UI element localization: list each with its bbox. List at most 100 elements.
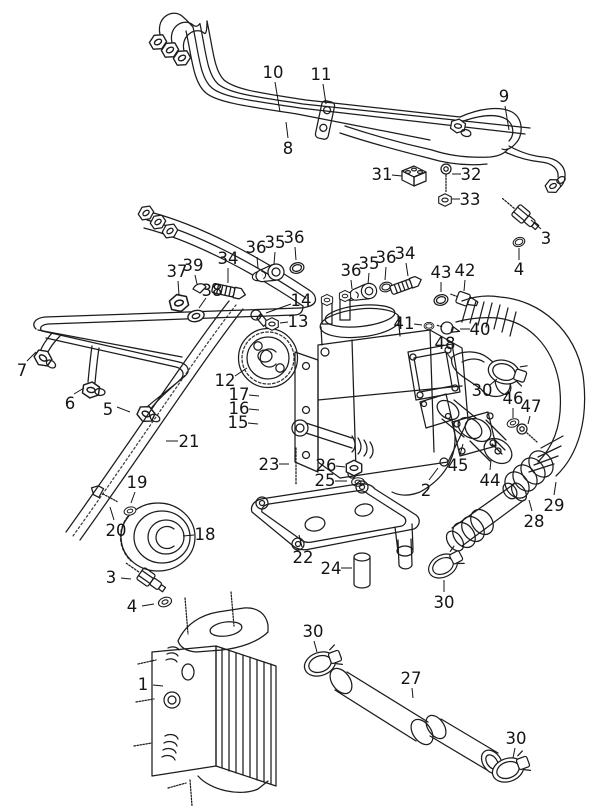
- callout-34[interactable]: 34: [395, 244, 416, 263]
- part-nut-26: [345, 459, 363, 477]
- callout-35[interactable]: 35: [359, 254, 380, 273]
- callout-9[interactable]: 9: [499, 87, 510, 106]
- callout-3[interactable]: 3: [106, 568, 117, 587]
- part-gear-12: [237, 327, 299, 389]
- callout-36[interactable]: 36: [246, 238, 267, 257]
- leader-line-16: [248, 408, 260, 411]
- callout-21[interactable]: 21: [179, 432, 200, 451]
- callout-22[interactable]: 22: [293, 548, 314, 567]
- callout-44[interactable]: 44: [480, 471, 501, 490]
- hardware-row-left: [167, 260, 306, 331]
- callout-16[interactable]: 16: [229, 399, 250, 418]
- callout-33[interactable]: 33: [460, 190, 481, 209]
- leader-line-3: [120, 577, 132, 580]
- callout-42[interactable]: 42: [455, 261, 476, 280]
- part-cover-22: [250, 480, 420, 570]
- callout-35[interactable]: 35: [265, 233, 286, 252]
- leader-line-30: [313, 640, 318, 653]
- callout-8[interactable]: 8: [283, 139, 294, 158]
- callout-25[interactable]: 25: [315, 471, 336, 490]
- leader-line-35: [367, 272, 370, 285]
- callout-4[interactable]: 4: [127, 597, 138, 616]
- callout-17[interactable]: 17: [229, 385, 250, 404]
- part-fuel-lines-8-10: [146, 12, 531, 141]
- callout-15[interactable]: 15: [228, 413, 249, 432]
- callout-30[interactable]: 30: [303, 622, 324, 641]
- part-plug-42: [450, 290, 479, 307]
- part-bolt-32: [440, 163, 452, 193]
- callout-28[interactable]: 28: [524, 512, 545, 531]
- leader-line-11: [322, 83, 327, 105]
- callout-45[interactable]: 45: [448, 456, 469, 475]
- leader-line-18: [182, 534, 195, 537]
- callout-14[interactable]: 14: [291, 291, 312, 310]
- leader-line-35: [273, 251, 276, 265]
- callout-34[interactable]: 34: [218, 249, 239, 268]
- callout-18[interactable]: 18: [195, 525, 216, 544]
- callout-41[interactable]: 41: [394, 314, 415, 333]
- callout-36[interactable]: 36: [376, 248, 397, 267]
- callout-19[interactable]: 19: [127, 473, 148, 492]
- callout-11[interactable]: 11: [311, 65, 332, 84]
- part-pulley-18: [119, 502, 196, 572]
- callout-27[interactable]: 27: [401, 669, 422, 688]
- callout-46[interactable]: 46: [503, 389, 524, 408]
- callout-37[interactable]: 37: [167, 262, 188, 281]
- part-bolt-20: [90, 485, 118, 503]
- callout-7[interactable]: 7: [17, 361, 28, 380]
- callout-30[interactable]: 30: [434, 593, 455, 612]
- leader-line-22: [298, 534, 303, 548]
- part-solenoid-44: [451, 411, 513, 465]
- callout-24[interactable]: 24: [321, 559, 342, 578]
- callout-47[interactable]: 47: [521, 397, 542, 416]
- leader-line-37: [177, 280, 180, 296]
- part-valve-14: [250, 309, 269, 327]
- leader-line-28: [528, 499, 533, 512]
- callout-36[interactable]: 36: [341, 261, 362, 280]
- callout-43[interactable]: 43: [431, 263, 452, 282]
- leader-line-48: [446, 352, 453, 361]
- part-fitting-3-bottom: [125, 562, 167, 593]
- callout-48[interactable]: 48: [435, 334, 456, 353]
- part-fuel-line-9: [339, 107, 566, 196]
- callout-1[interactable]: 1: [138, 675, 149, 694]
- callout-13[interactable]: 13: [288, 312, 309, 331]
- leader-line-20: [109, 506, 115, 521]
- callout-23[interactable]: 23: [259, 455, 280, 474]
- callout-6[interactable]: 6: [65, 394, 76, 413]
- part-fitting-40: [436, 321, 461, 335]
- callout-38[interactable]: 38: [202, 281, 223, 300]
- leader-line-38: [198, 297, 207, 309]
- callout-20[interactable]: 20: [106, 521, 127, 540]
- part-belt-21: [65, 300, 244, 541]
- hardware-row-right: [344, 274, 479, 335]
- callout-26[interactable]: 26: [316, 456, 337, 475]
- callout-4[interactable]: 4: [514, 260, 525, 279]
- leader-line-26: [335, 465, 346, 468]
- leader-line-10: [274, 81, 281, 113]
- callout-40[interactable]: 40: [470, 320, 491, 339]
- callout-32[interactable]: 32: [461, 165, 482, 184]
- leader-line-36: [350, 279, 353, 290]
- callout-10[interactable]: 10: [263, 63, 284, 82]
- callout-29[interactable]: 29: [544, 496, 565, 515]
- callout-31[interactable]: 31: [372, 165, 393, 184]
- part-washer-19: [122, 505, 138, 517]
- leader-line-36: [294, 246, 297, 261]
- part-hose-29: [455, 295, 586, 477]
- callout-36[interactable]: 36: [284, 228, 305, 247]
- leader-line-14: [265, 303, 292, 314]
- leader-line-1: [152, 684, 164, 687]
- callout-5[interactable]: 5: [103, 400, 114, 419]
- leader-line-42: [463, 279, 466, 292]
- callout-12[interactable]: 12: [215, 371, 236, 390]
- part-fitting-3-top: [501, 197, 540, 231]
- callout-3[interactable]: 3: [541, 229, 552, 248]
- callout-30[interactable]: 30: [506, 729, 527, 748]
- callout-2[interactable]: 2: [421, 481, 432, 500]
- leader-line-4: [141, 603, 155, 607]
- callout-39[interactable]: 39: [183, 256, 204, 275]
- part-oil-cooler-1: [133, 591, 277, 807]
- callout-30[interactable]: 30: [472, 381, 493, 400]
